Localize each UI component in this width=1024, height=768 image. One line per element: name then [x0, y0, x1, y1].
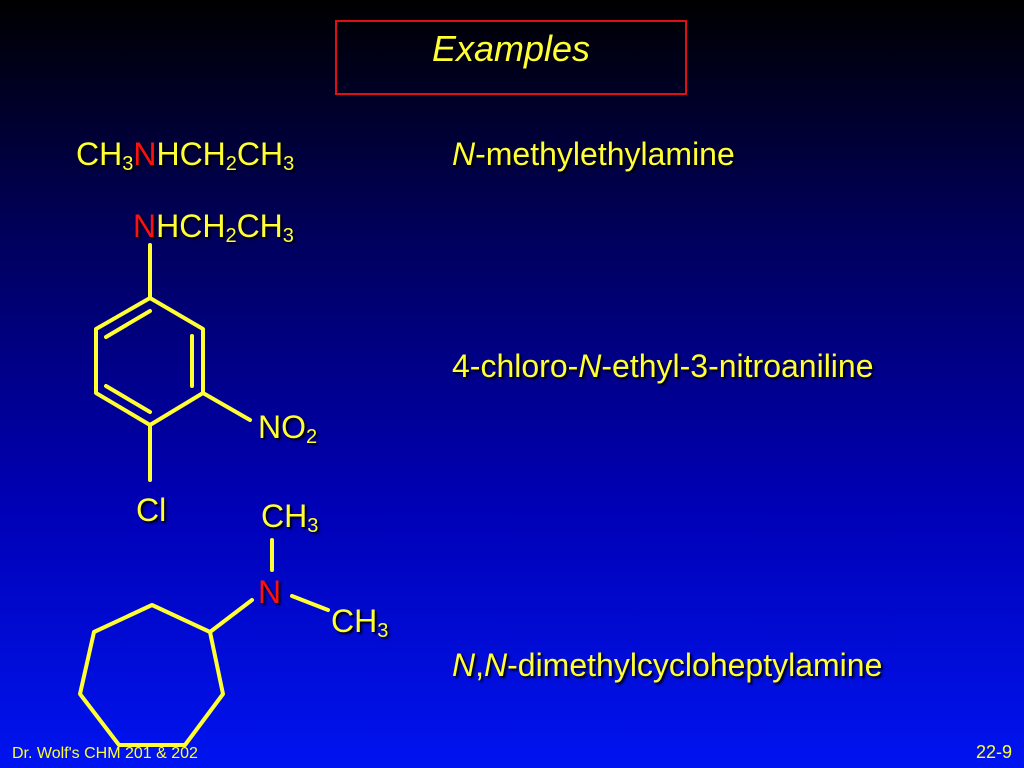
formula-subscript: 3 [377, 620, 389, 642]
formula-subscript: 3 [283, 153, 295, 175]
nitro-group-label: NO2 [258, 409, 318, 448]
formula-part: CH [236, 136, 284, 172]
name-italic-n: N [452, 136, 476, 172]
slide-number: 22-9 [975, 742, 1012, 762]
formula-subscript: 3 [282, 225, 294, 247]
name-rest: -dimethylcycloheptylamine [507, 647, 883, 683]
name-chloroethylnitroaniline: 4-chloro-N-ethyl-3-nitroaniline [452, 348, 874, 385]
formula-subscript: 2 [306, 426, 318, 448]
formula-subscript: 3 [307, 515, 319, 537]
name-italic-n: N [452, 647, 476, 683]
name-part: -ethyl-3-nitroaniline [601, 348, 874, 384]
formula-part: CH [261, 498, 308, 534]
name-methylethylamine: N-methylethylamine [452, 136, 735, 173]
name-italic-n: N [578, 348, 602, 384]
name-rest: -methylethylamine [475, 136, 735, 172]
formula-part: CH [76, 136, 123, 172]
benzene-ring [94, 296, 205, 427]
formula-subscript: 3 [122, 153, 134, 175]
double-bond-inner [104, 384, 152, 414]
title-box [335, 20, 687, 95]
name-italic-n: N [484, 647, 508, 683]
nitrogen-atom: N [133, 208, 157, 244]
formula-subscript: 2 [225, 153, 237, 175]
footer-course: Dr. Wolf's CHM 201 & 202 [12, 745, 198, 762]
bond-no2-ring [201, 391, 252, 422]
nitrogen-atom: N [258, 574, 282, 610]
formula-part: CH [331, 603, 378, 639]
formula-part: NO [258, 409, 306, 445]
name-part: 4-chloro- [452, 348, 579, 384]
bond-n-methyl-right [290, 594, 330, 612]
double-bond-inner [104, 309, 152, 339]
substituent-nhch2ch3: NHCH2CH3 [133, 208, 294, 247]
nitrogen-atom: N [133, 136, 157, 172]
formula-part: HCH [156, 208, 226, 244]
name-dimethylcycloheptylamine: N,N-dimethylcycloheptylamine [452, 647, 882, 684]
name-comma: , [475, 647, 484, 683]
formula-part: HCH [156, 136, 226, 172]
methyl-top-label: CH3 [261, 498, 319, 537]
formula-subscript: 2 [225, 225, 237, 247]
bond-n-cycloheptyl [208, 598, 254, 634]
slide-title: Examples [431, 28, 591, 69]
cycloheptane-ring [78, 603, 225, 747]
methyl-right-label: CH3 [331, 603, 389, 642]
formula-part: CH [236, 208, 283, 244]
formula-methylethylamine: CH3NHCH2CH3 [76, 136, 295, 175]
chloro-label: Cl [136, 492, 167, 528]
